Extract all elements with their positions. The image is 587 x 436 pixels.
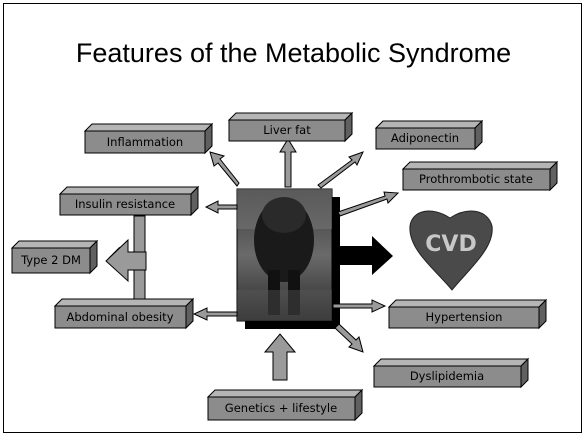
liver-fat-label: Liver fat [263,123,311,137]
adiponectin-label: Adiponectin [391,131,459,145]
prothrombotic-state-label: Prothrombotic state [419,172,533,186]
box-insulin-resistance: Insulin resistance [60,187,198,215]
inflammation-label: Inflammation [107,135,183,149]
hypertension-label: Hypertension [426,310,503,324]
box-inflammation: Inflammation [85,124,212,153]
box-hypertension: Hypertension [389,300,546,328]
person-photo [237,189,340,329]
cvd-label: CVD [425,232,476,257]
arrow-cvd [340,236,393,275]
arrow-inflammation [210,152,239,186]
type2dm-label: Type 2 DM [20,253,81,267]
dyslipidemia-label: Dyslipidemia [410,369,484,383]
box-liver-fat: Liver fat [229,113,352,141]
insulin-resistance-label: Insulin resistance [75,197,175,211]
arrow-genetics [265,334,295,380]
box-type2dm: Type 2 DM [12,241,97,273]
box-adiponectin: Adiponectin [376,121,482,149]
arrow-insulin-resistance [206,201,237,213]
arrow-abdominal-obesity [194,308,237,320]
abdominal-obesity-label: Abdominal obesity [67,310,174,324]
arrow-dyslipidemia [335,324,363,352]
arrow-hypertension [333,300,385,312]
genetics-lifestyle-label: Genetics + lifestyle [225,401,337,415]
arrow-adiponectin [318,152,363,188]
box-abdominal-obesity: Abdominal obesity [55,299,193,328]
arrow-prothrombotic [338,192,398,216]
box-prothrombotic-state: Prothrombotic state [403,162,557,190]
arrow-liver-fat [280,139,296,187]
box-genetics-lifestyle: Genetics + lifestyle [208,390,362,420]
box-dyslipidemia: Dyslipidemia [374,359,528,387]
